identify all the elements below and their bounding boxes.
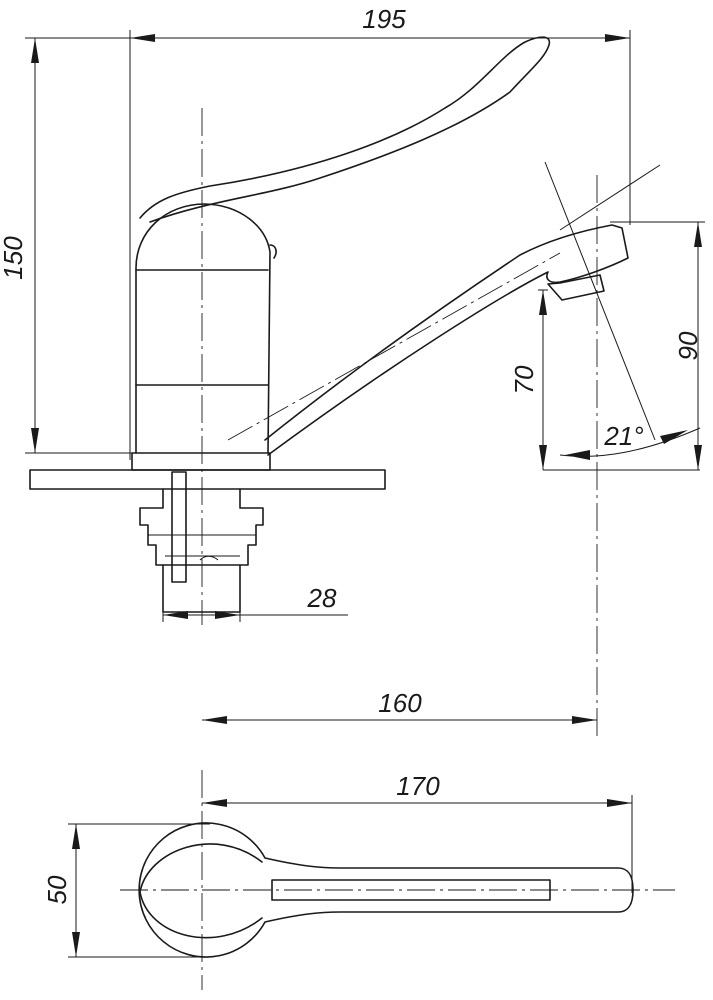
dim-label-150: 150 xyxy=(0,236,28,280)
aerator-axis xyxy=(544,161,656,441)
lever-pivot xyxy=(269,244,277,259)
spout-centerline xyxy=(227,252,561,441)
base-plate xyxy=(29,469,386,490)
shank xyxy=(139,488,264,566)
dim-label-50: 50 xyxy=(42,875,72,904)
body-lower-ring xyxy=(131,452,271,471)
nut-lines xyxy=(148,534,256,561)
dimension-70: 70 xyxy=(509,289,700,471)
dimension-170: 170 xyxy=(202,771,633,893)
dim-label-90: 90 xyxy=(673,331,703,360)
dimension-50: 50 xyxy=(42,823,210,958)
dimension-150: 150 xyxy=(0,37,520,454)
spout xyxy=(264,224,629,456)
dim-label-angle-21: 21° xyxy=(603,421,643,451)
supply-pin xyxy=(171,471,187,583)
top-view-body-spout xyxy=(138,822,634,958)
top-view xyxy=(120,770,675,990)
handle-lever xyxy=(139,36,551,223)
aerator xyxy=(547,274,605,301)
top-view-body-inner xyxy=(139,843,263,939)
dim-label-195: 195 xyxy=(362,4,406,34)
dimension-195: 195 xyxy=(129,4,631,460)
dimension-28: 28 xyxy=(162,583,348,622)
body-cylinder xyxy=(135,203,271,454)
side-view xyxy=(29,36,661,740)
dim-label-160: 160 xyxy=(378,688,422,718)
dimension-160: 160 xyxy=(202,688,597,724)
dim-label-70: 70 xyxy=(509,365,539,394)
shank-tube xyxy=(162,564,241,613)
dimension-angle-21: 21° xyxy=(559,421,701,460)
dim-label-170: 170 xyxy=(396,771,440,801)
aerator-perp xyxy=(559,164,661,231)
top-view-spout-slot xyxy=(271,879,551,901)
dim-label-28: 28 xyxy=(307,583,337,613)
